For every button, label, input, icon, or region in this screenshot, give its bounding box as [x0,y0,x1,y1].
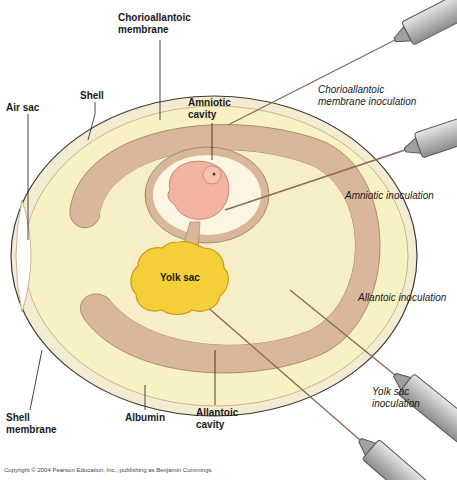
amnion [145,147,269,243]
embryo [168,161,229,219]
method-label: Amniotic inoculation [345,190,445,202]
leader-line [88,114,95,140]
leader-line [28,114,29,240]
copyright-note: Copyright © 2004 Pearson Education, Inc.… [4,466,334,474]
leader-line [145,385,146,410]
needle [228,40,395,125]
part-label: Chorioallantoic membrane [118,12,208,36]
air-sac [16,200,31,312]
method-label: Allantoic inoculation [358,292,453,304]
egg-shell [11,96,417,416]
syringe [401,108,457,162]
albumin [24,106,408,406]
syringe [389,0,457,52]
part-label: Air sac [6,102,56,114]
yolk-sac: Yolk sac [128,238,232,316]
leader-line [160,40,161,120]
part-label: Shell [80,90,120,102]
part-label: Albumin [125,412,185,424]
chorioallantoic-membrane [70,125,380,373]
method-label: Chorioallantoic membrane inoculation [318,84,418,108]
embryo-head [203,166,221,184]
leader-line [95,102,96,114]
leader-line [215,350,216,405]
amniotic-cavity [153,155,261,235]
part-label: Amniotic cavity [188,97,248,121]
leader-line [30,350,42,410]
method-label: Yolk sac inoculation [372,386,456,410]
node-label: Yolk sac [128,272,232,283]
part-label: Shell membrane [6,412,56,436]
syringe [351,430,439,480]
embryo-eye [213,173,216,176]
part-label: Allantoic cavity [196,407,256,431]
leader-line [212,123,213,160]
